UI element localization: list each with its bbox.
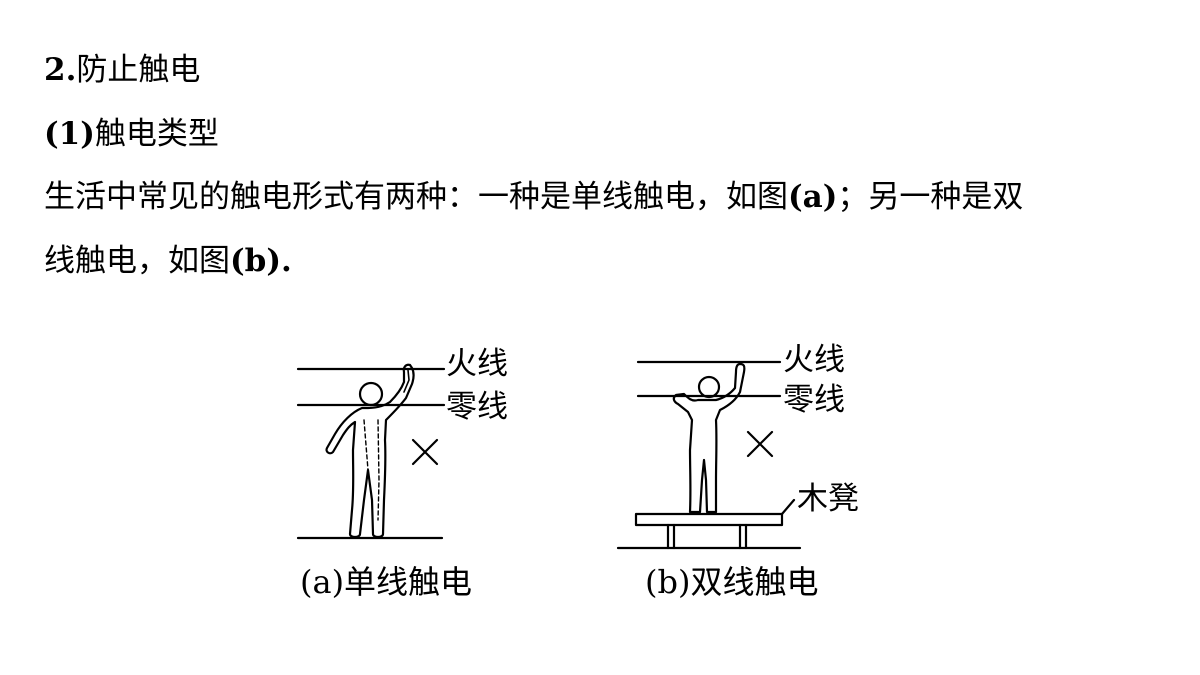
a-cross-mark bbox=[411, 438, 439, 466]
section-heading: 2.防止触电 bbox=[44, 50, 200, 90]
para-text: 生活中常见的触电形式有两种：一种是单线触电，如图 bbox=[44, 179, 788, 215]
b-neutral-wire-label: 零线 bbox=[783, 382, 845, 418]
para-text: ；另一种是双 bbox=[837, 179, 1024, 215]
b-live-wire-label: 火线 bbox=[783, 342, 845, 378]
figure-ref-b: (b) bbox=[230, 243, 282, 279]
paragraph-line-2: 线触电，如图(b). bbox=[44, 241, 292, 281]
paragraph-line-1: 生活中常见的触电形式有两种：一种是单线触电，如图(a)；另一种是双 bbox=[44, 177, 1023, 217]
para-period: . bbox=[281, 243, 292, 279]
b-cross-mark bbox=[746, 430, 774, 458]
sub-heading: (1)触电类型 bbox=[44, 114, 219, 154]
para-text: 线触电，如图 bbox=[44, 243, 230, 279]
subheading-number: (1) bbox=[44, 116, 95, 152]
heading-title: 防止触电 bbox=[76, 52, 201, 88]
b-stool-label: 木凳 bbox=[797, 481, 859, 517]
figure-b-drawing bbox=[616, 360, 802, 550]
subheading-title: 触电类型 bbox=[94, 116, 219, 152]
figure-a-drawing bbox=[296, 363, 446, 540]
b-person-figure bbox=[672, 362, 746, 514]
a-neutral-wire-label: 零线 bbox=[446, 389, 508, 425]
a-live-wire-label: 火线 bbox=[446, 346, 508, 382]
heading-number: 2. bbox=[44, 52, 77, 88]
b-stool-drawing bbox=[634, 498, 796, 550]
a-person-figure bbox=[325, 363, 415, 539]
figure-ref-a: (a) bbox=[788, 179, 838, 215]
figure-a-caption: (a)单线触电 bbox=[300, 563, 473, 601]
figure-b-caption: (b)双线触电 bbox=[645, 563, 819, 601]
